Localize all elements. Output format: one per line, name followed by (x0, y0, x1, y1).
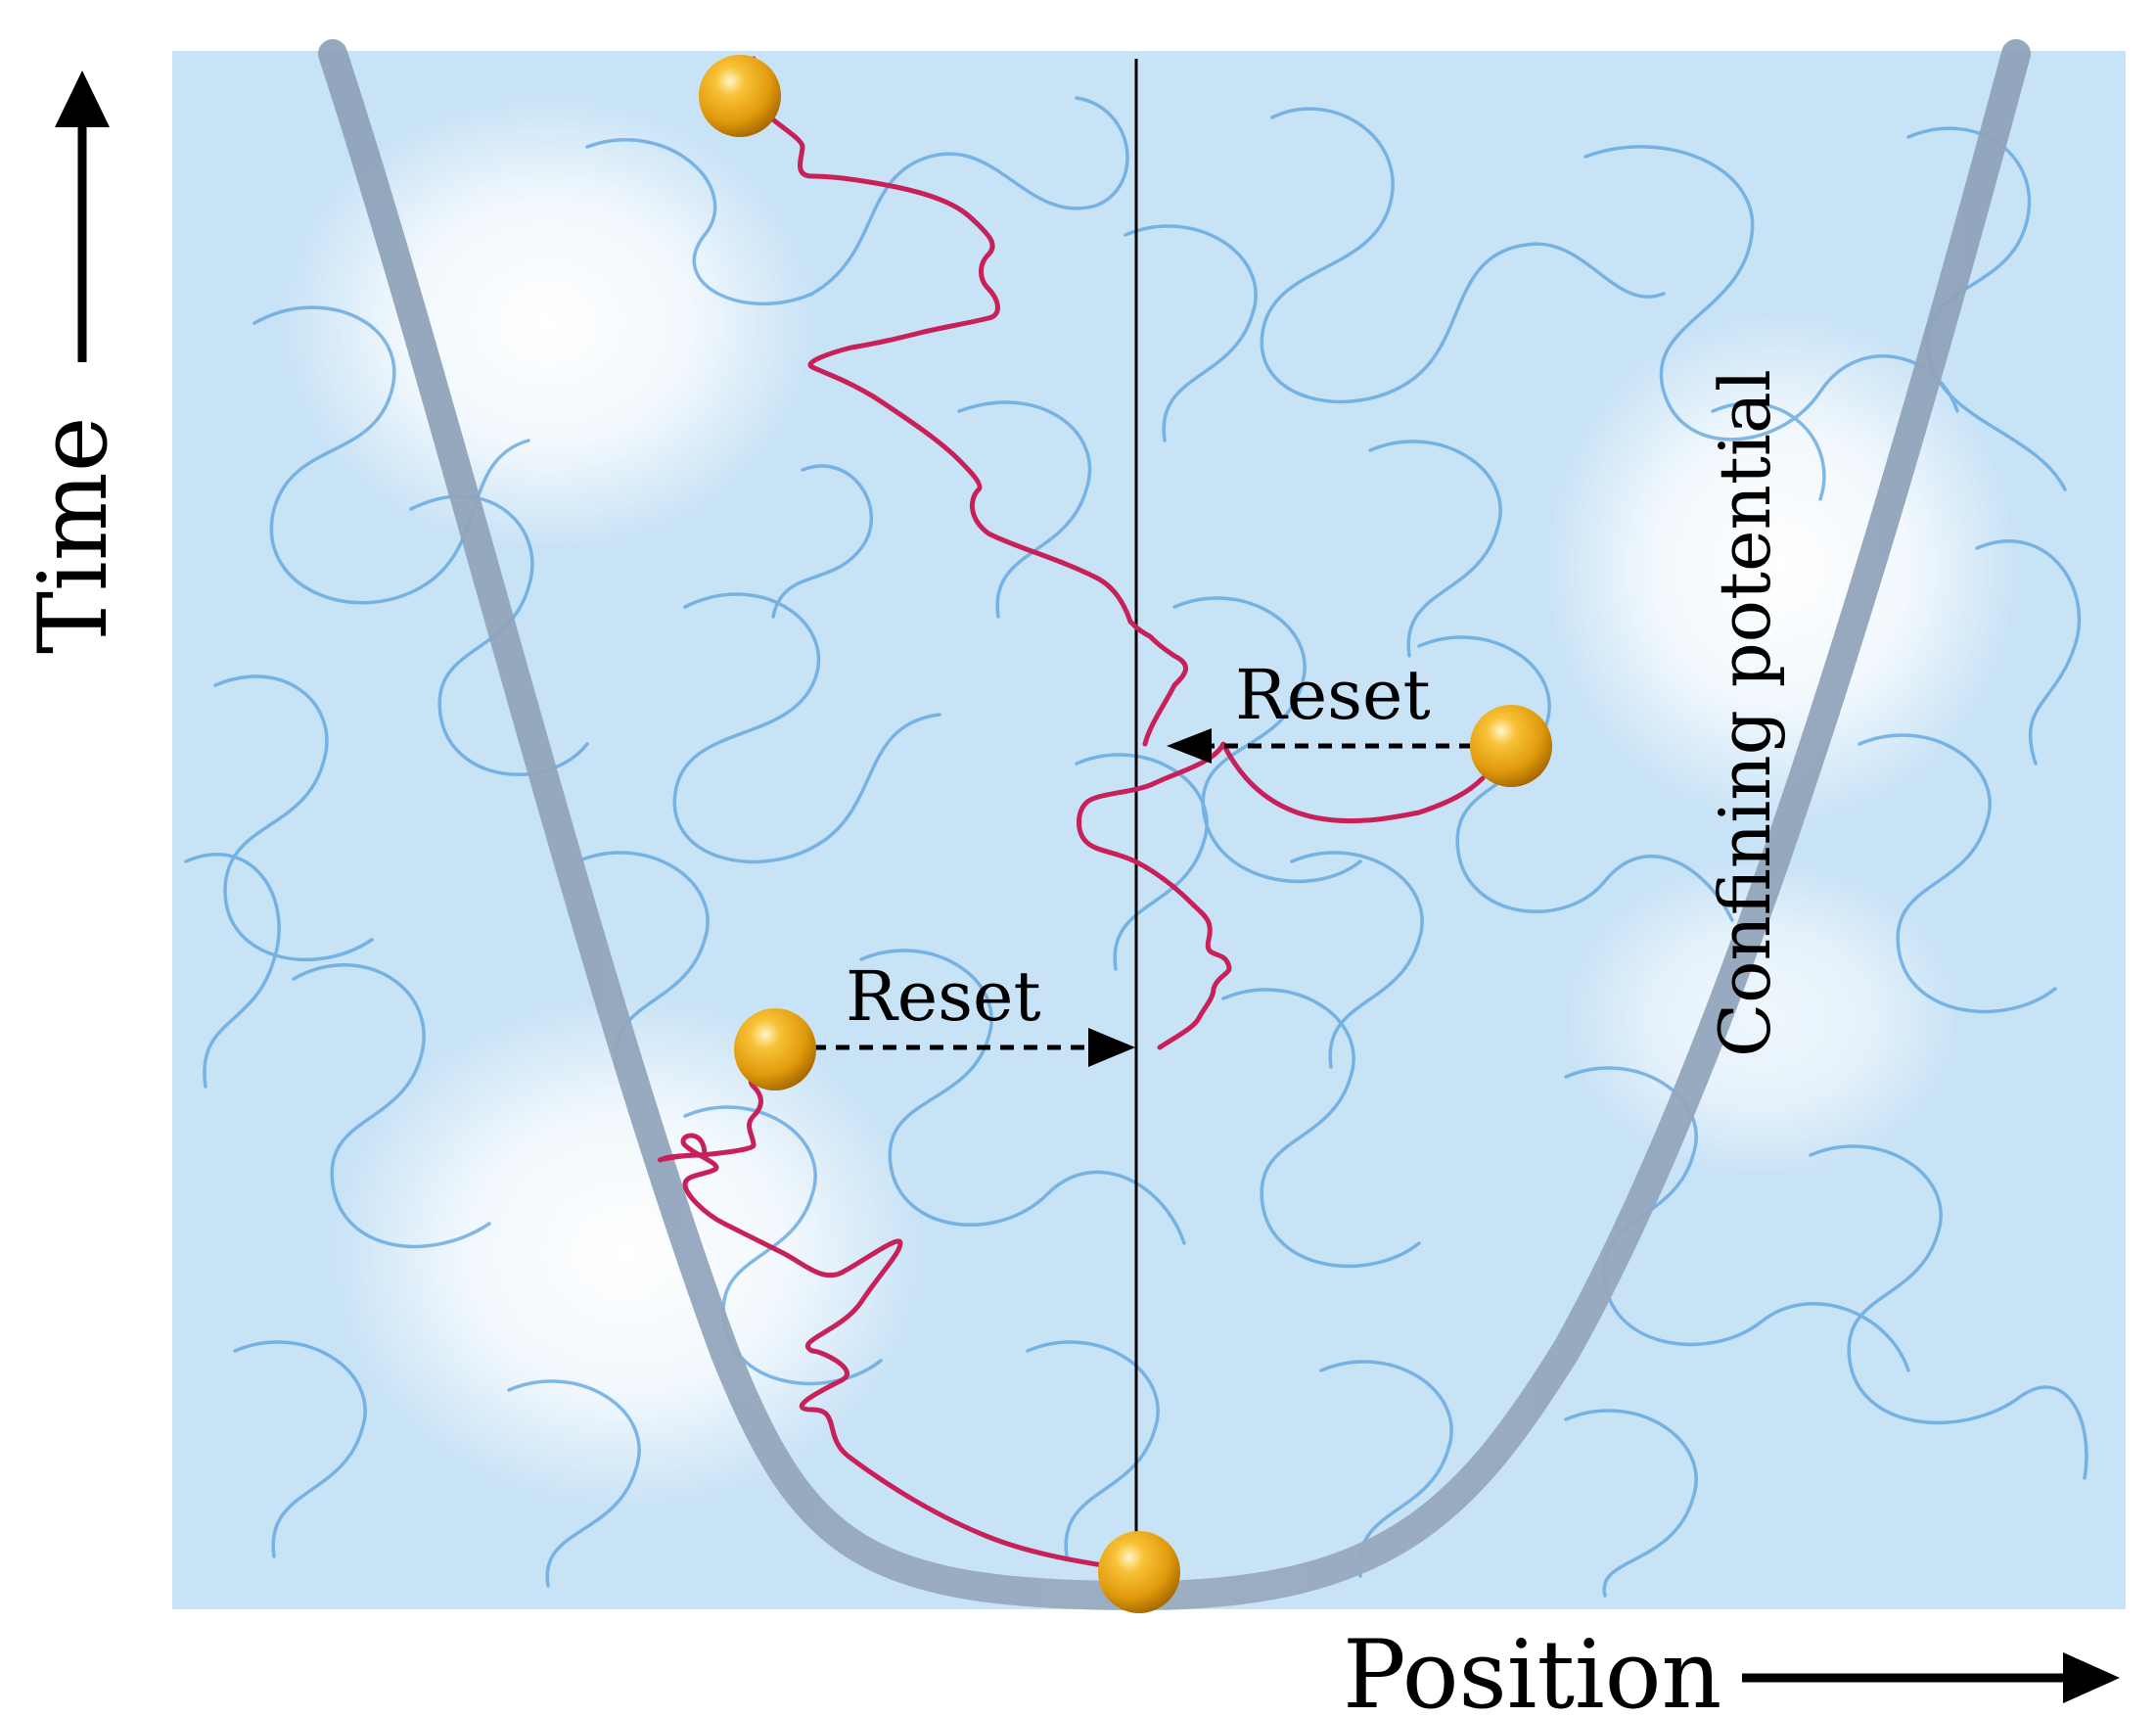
glow-regions (284, 98, 2016, 1508)
arrow-right-icon (2063, 1652, 2120, 1703)
dashed-arrow-icon (1167, 728, 1212, 764)
potential-label: Confining potential (1704, 369, 1786, 1057)
lower-reset-arrow (812, 1028, 1135, 1067)
gold-sphere-icon (734, 1008, 816, 1091)
position-axis-label: Position (1343, 1620, 1721, 1717)
reset-label-lower: Reset (846, 956, 1041, 1037)
position-axis: Position (1343, 1620, 2120, 1717)
arrow-up-icon (55, 70, 110, 127)
time-axis: Time (19, 70, 128, 654)
particle-trajectory (658, 56, 1486, 1574)
gold-sphere-icon (1098, 1531, 1180, 1613)
gold-sphere-icon (699, 55, 781, 137)
upper-reset-arrow (1167, 728, 1473, 764)
gold-sphere-icon (1470, 705, 1552, 787)
particles (699, 55, 1552, 1613)
reset-label-upper: Reset (1235, 655, 1431, 735)
dashed-arrow-icon (1088, 1028, 1135, 1067)
time-axis-label: Time (19, 416, 128, 654)
